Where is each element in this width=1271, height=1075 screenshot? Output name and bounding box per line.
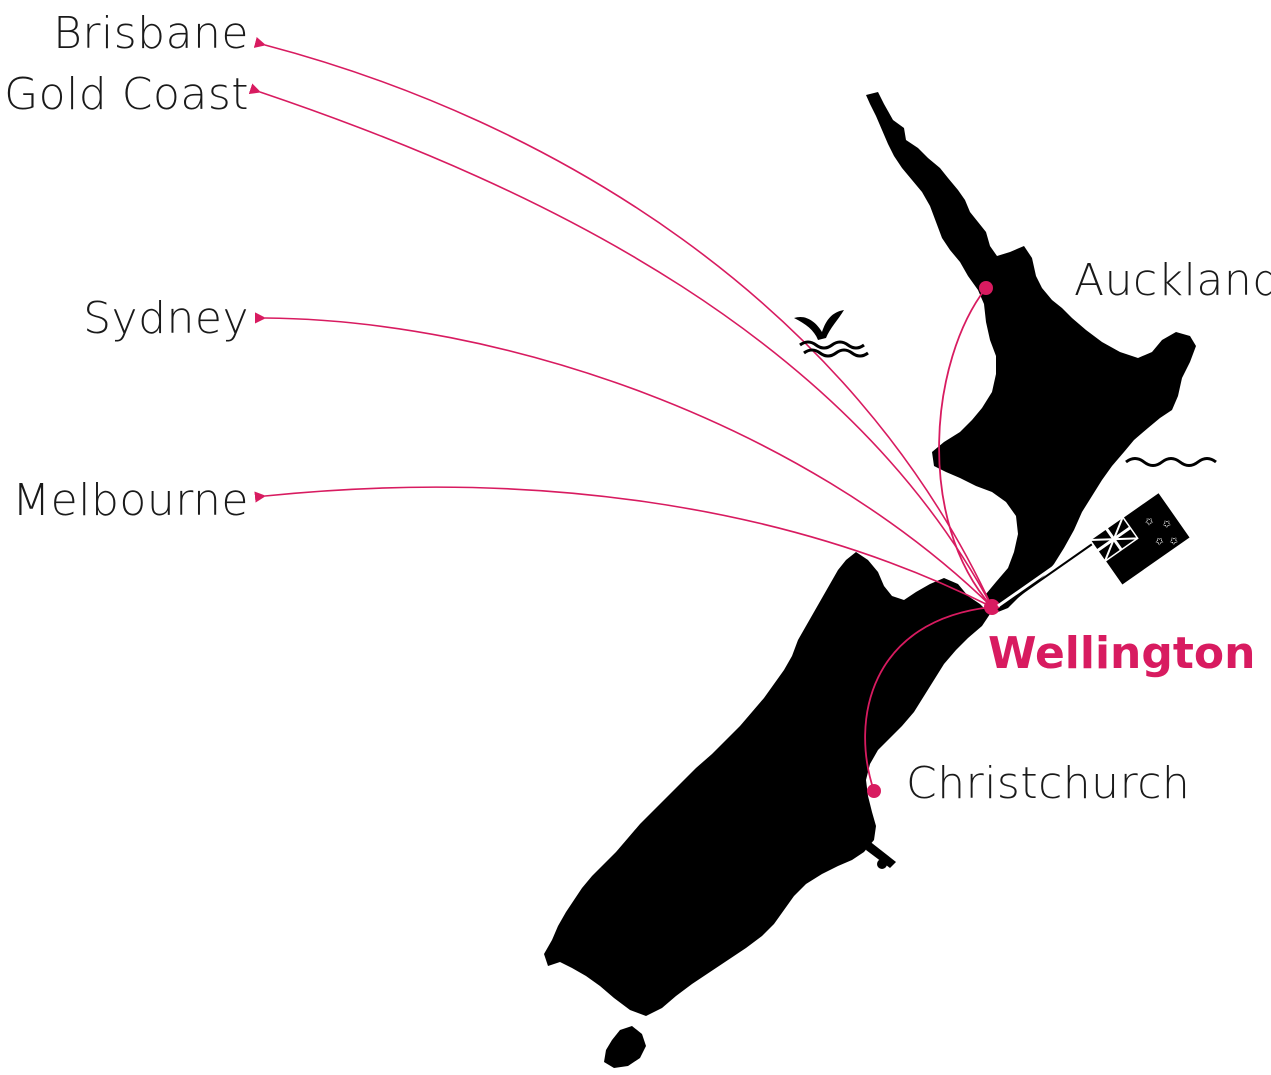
route-line-melbourne [254, 486, 993, 608]
swimmer-icon [857, 801, 896, 869]
destination-label-gold-coast: Gold Coast [4, 69, 249, 120]
city-label-christchurch: Christchurch [906, 758, 1190, 809]
hub-marker [984, 599, 1000, 615]
hub-layer [867, 281, 1000, 798]
south-island [544, 552, 990, 1016]
north-island [866, 92, 1196, 612]
city-marker-christchurch [867, 784, 881, 798]
waves-icon [1125, 457, 1217, 467]
routes-layer [248, 37, 993, 792]
whale-tail-icon [794, 310, 869, 358]
destination-label-melbourne: Melbourne [12, 475, 249, 526]
route-line-auckland [938, 287, 993, 608]
flag-icon: ✩ ✩ ✩ ✩ [997, 490, 1193, 611]
stewart-island [604, 1026, 646, 1068]
route-line-brisbane [253, 37, 993, 608]
route-line-gold-coast [248, 83, 993, 608]
route-line-sydney [254, 312, 993, 608]
city-label-auckland: Auckland [1074, 255, 1271, 306]
hub-label: Wellington [988, 628, 1255, 679]
destination-label-brisbane: Brisbane [53, 8, 249, 59]
route-line-christchurch [864, 606, 993, 792]
city-marker-auckland [979, 281, 993, 295]
destination-label-sydney: Sydney [83, 293, 249, 344]
